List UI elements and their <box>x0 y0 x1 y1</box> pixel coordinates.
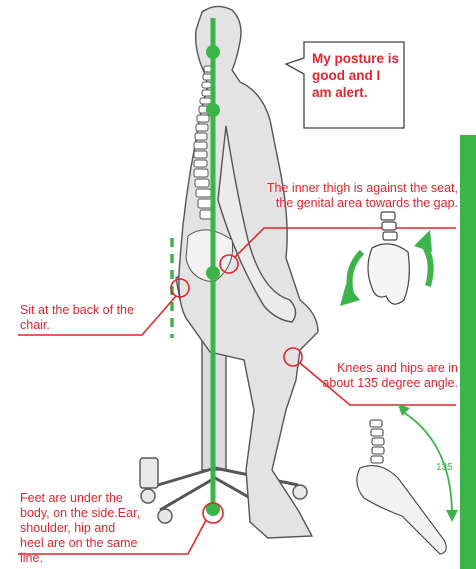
chair-wheel <box>141 489 155 503</box>
inner-thigh-label: The inner thigh is against the seat, the… <box>262 181 458 211</box>
shoulder-point <box>206 103 220 117</box>
spine-angle-icon <box>357 404 458 554</box>
chair-wheel <box>158 509 172 523</box>
sidebar-strip <box>460 135 476 569</box>
feet-alignment-label: Feet are under the body, on the side.Ear… <box>20 491 142 566</box>
sit-back-label: Sit at the back of the chair. <box>20 303 138 333</box>
speech-bubble-text: My posture is good and I am alert. <box>312 50 402 101</box>
hip-point <box>206 266 220 280</box>
angle-value-label: 135 <box>436 460 453 475</box>
knees-hips-label: Knees and hips are in about 135 degree a… <box>318 361 458 391</box>
pelvis-tilt-icon <box>340 212 432 306</box>
ear-point <box>206 45 220 59</box>
chair-wheel <box>293 485 307 499</box>
